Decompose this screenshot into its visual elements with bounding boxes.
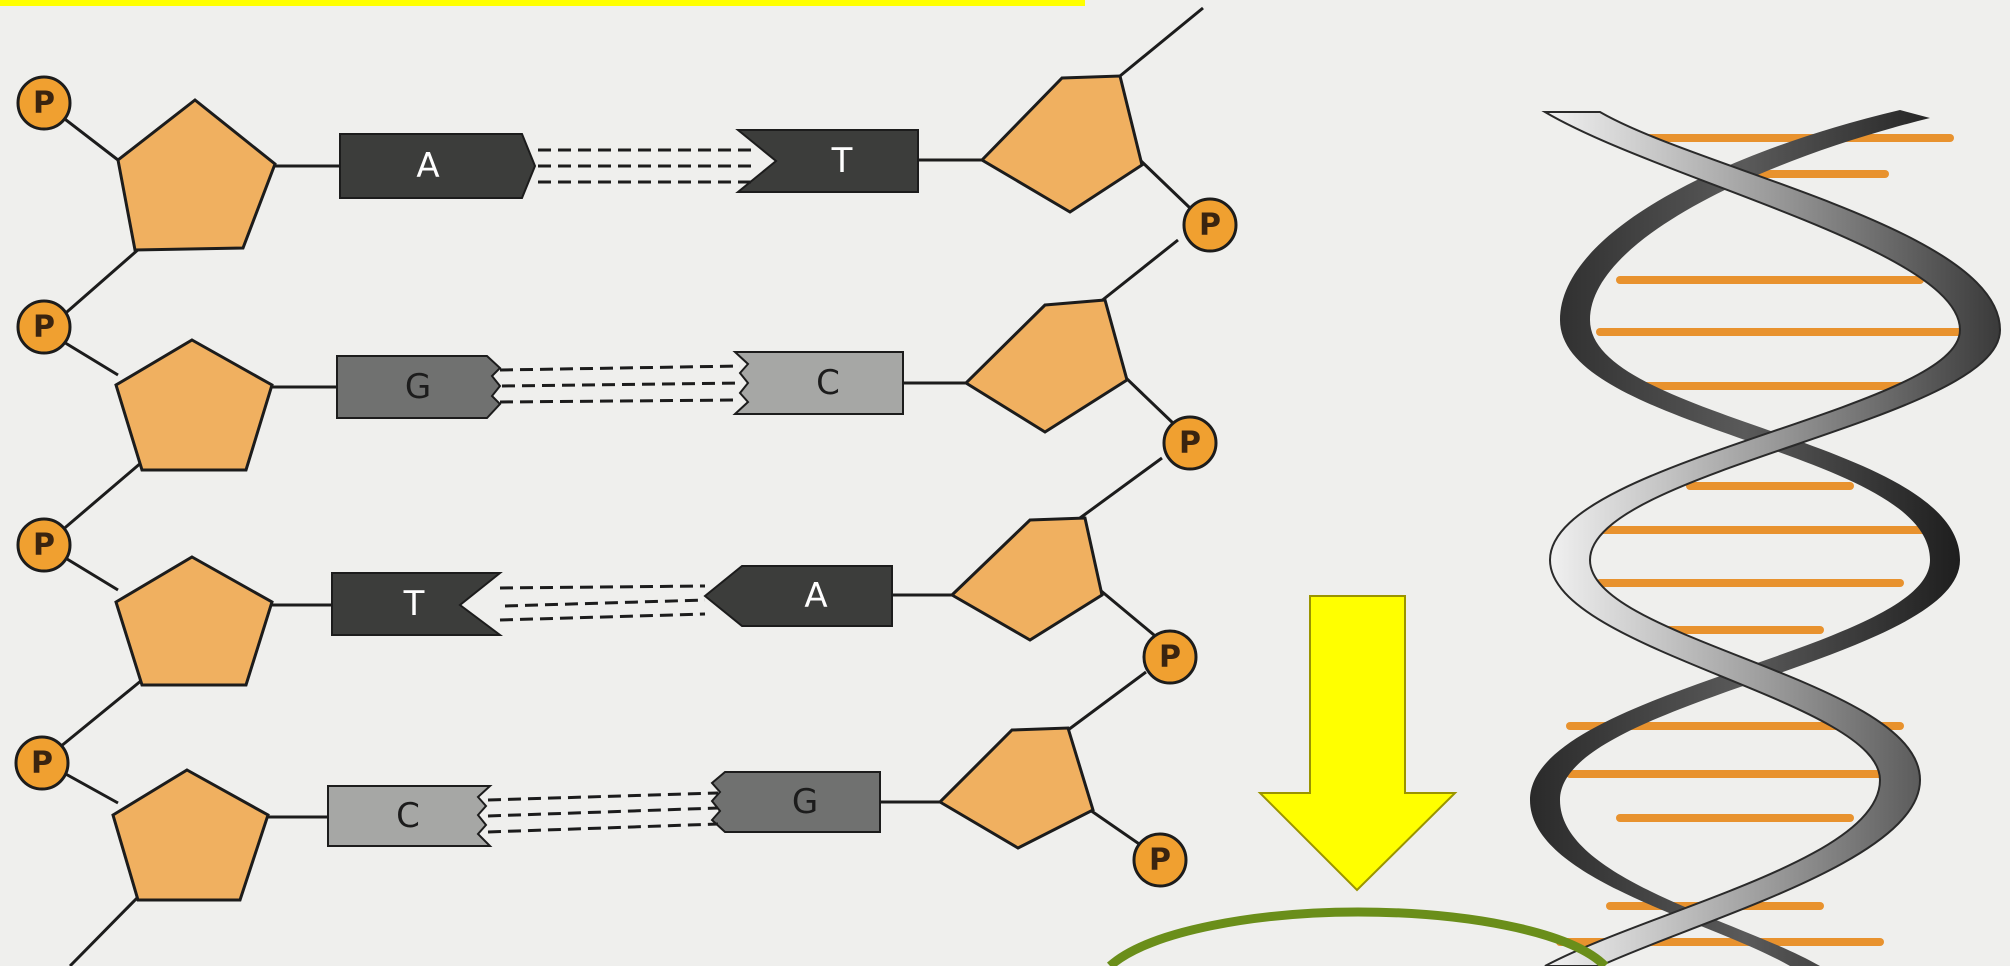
phosphate-left-1: P xyxy=(16,75,72,131)
helix-strand-light xyxy=(1541,111,2002,966)
base-right-2-label: C xyxy=(816,363,840,403)
highlight-bar xyxy=(0,0,1085,6)
base-left-1-label: A xyxy=(416,146,439,186)
svg-text:P: P xyxy=(33,86,55,121)
base-right-1-label: T xyxy=(831,141,853,181)
right-sugars xyxy=(937,74,1144,850)
phosphate-right-2: P xyxy=(1162,415,1218,471)
base-right-4 xyxy=(710,771,881,833)
base-right-2 xyxy=(732,351,904,415)
base-left-3 xyxy=(331,572,503,636)
base-right-3 xyxy=(703,565,893,627)
phosphate-left-4: P xyxy=(14,735,70,791)
sugar-left-4 xyxy=(111,768,270,902)
svg-text:P: P xyxy=(33,310,55,345)
hydrogen-bonds-2 xyxy=(499,364,743,404)
phosphate-right-3: P xyxy=(1142,629,1198,685)
sugar-left-3 xyxy=(114,555,274,687)
hydrogen-bonds-1 xyxy=(538,148,752,184)
phosphate-right-1: P xyxy=(1182,197,1238,253)
svg-text:P: P xyxy=(1159,640,1181,675)
base-right-1 xyxy=(735,129,919,193)
phosphates: P P P P P P P P xyxy=(14,75,1238,888)
base-left-2-label: G xyxy=(405,367,431,407)
base-left-4 xyxy=(327,785,493,847)
svg-text:P: P xyxy=(1179,426,1201,461)
svg-text:P: P xyxy=(1199,208,1221,243)
hydrogen-bonds-4 xyxy=(487,791,719,834)
svg-text:P: P xyxy=(1149,843,1171,878)
svg-text:P: P xyxy=(33,528,55,563)
phosphate-right-4: P xyxy=(1132,832,1188,888)
base-pair-4: C G xyxy=(327,771,881,847)
hydrogen-bonds-3 xyxy=(499,584,706,622)
sugar-left-1 xyxy=(116,98,277,252)
down-arrow-icon xyxy=(1257,595,1458,892)
left-sugars xyxy=(111,98,277,902)
base-right-3-label: A xyxy=(804,576,827,616)
base-pair-2: G C xyxy=(336,351,904,419)
highlight-ring xyxy=(1106,907,1609,966)
base-left-4-label: C xyxy=(396,796,420,836)
sugar-right-4 xyxy=(937,726,1095,850)
sugar-right-3 xyxy=(949,516,1104,642)
base-left-1 xyxy=(339,133,537,199)
sugar-right-2 xyxy=(963,298,1129,434)
base-left-3-label: T xyxy=(403,584,425,624)
double-helix xyxy=(1530,110,2002,966)
sugar-right-1 xyxy=(979,74,1144,214)
base-pair-3: T A xyxy=(331,565,893,636)
right-backbone xyxy=(880,6,1204,850)
phosphate-left-2: P xyxy=(16,299,72,355)
sugar-left-2 xyxy=(114,338,274,472)
phosphate-left-3: P xyxy=(16,517,72,573)
base-left-2 xyxy=(336,355,502,419)
base-pair-1: A T xyxy=(339,129,919,199)
svg-text:P: P xyxy=(31,746,53,781)
base-right-4-label: G xyxy=(792,782,818,822)
